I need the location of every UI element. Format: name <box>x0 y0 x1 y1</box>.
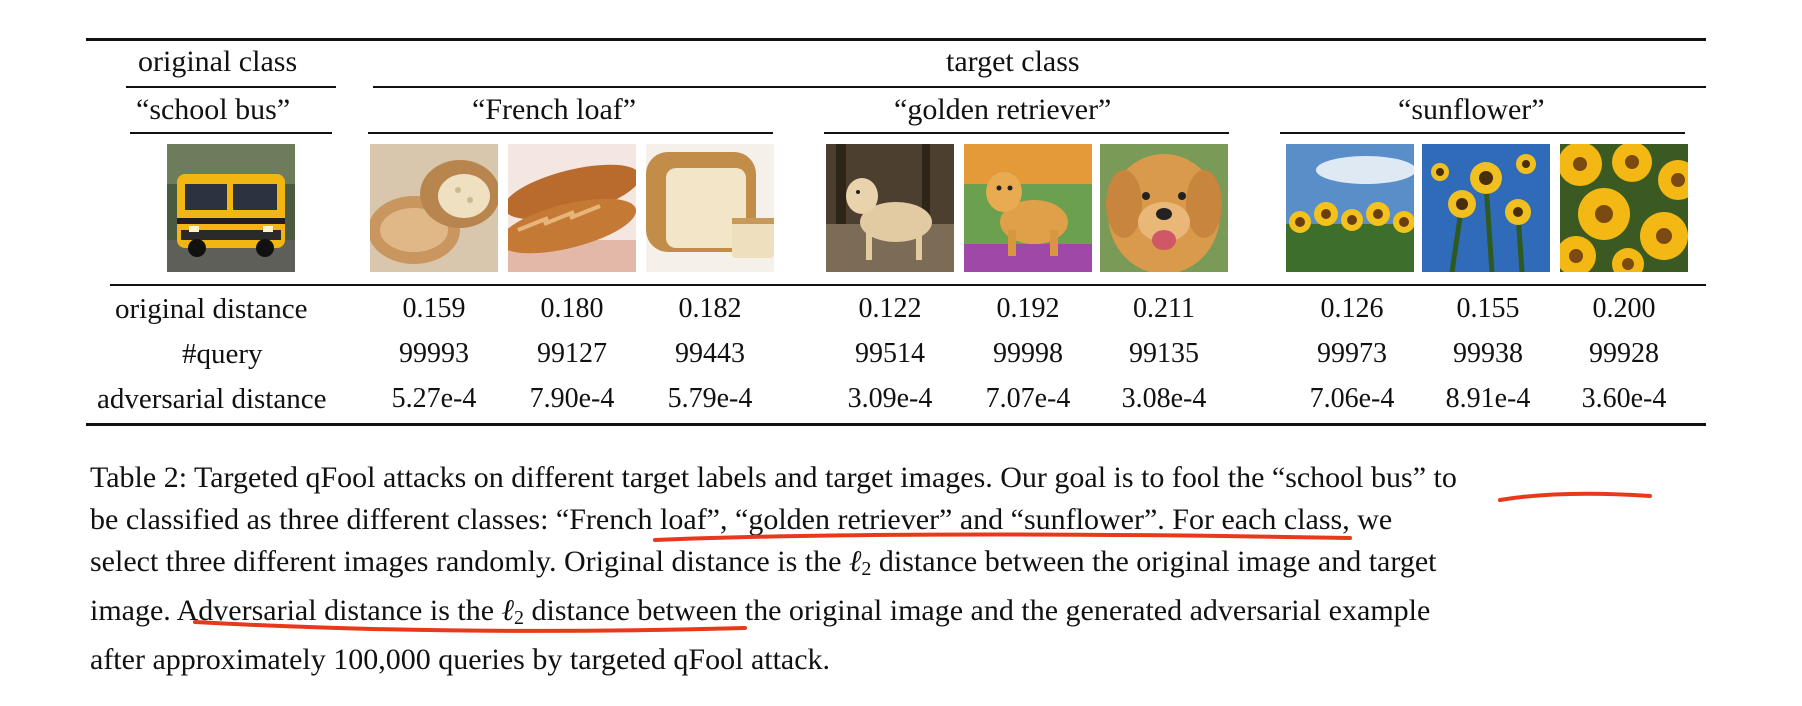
school-bus-image <box>167 144 295 272</box>
golden-retriever-rule <box>824 132 1229 134</box>
french-loaf-image-3 <box>646 144 774 272</box>
target-header-rule <box>373 86 1706 88</box>
sunflower-image-3 <box>1560 144 1688 272</box>
adversarial-distance-cell: 3.08e-4 <box>1121 383 1207 414</box>
adversarial-distance-cell: 7.06e-4 <box>1309 383 1395 414</box>
french-loaf-rule <box>368 132 773 134</box>
query-cell: 99127 <box>537 338 607 369</box>
row-label-original-distance: original distance <box>115 293 308 325</box>
school-bus-rule <box>130 132 332 134</box>
ell-symbol: ℓ <box>848 545 862 578</box>
adversarial-distance-cell: 8.91e-4 <box>1445 383 1531 414</box>
adversarial-distance-cell: 5.27e-4 <box>391 383 477 414</box>
sunflower-rule <box>1280 132 1685 134</box>
original-class-header: original class <box>138 45 298 78</box>
caption-line-2: be classified as three different classes… <box>90 503 1393 536</box>
caption-line-5: after approximately 100,000 queries by t… <box>90 643 831 676</box>
ell-subscript: 2 <box>861 558 872 580</box>
query-cell: 99135 <box>1129 338 1199 369</box>
original-distance-cell: 0.122 <box>858 293 922 324</box>
sunflower-label: “sunflower” <box>1398 93 1545 126</box>
original-distance-cell: 0.126 <box>1320 293 1384 324</box>
golden-retriever-image-3 <box>1100 144 1228 272</box>
table-caption: Table 2: Targeted qFool attacks on diffe… <box>90 457 1750 681</box>
golden-retriever-image-1 <box>826 144 954 272</box>
sunflower-image-1 <box>1286 144 1414 272</box>
french-loaf-image-2 <box>508 144 636 272</box>
adversarial-distance-cell: 7.07e-4 <box>985 383 1071 414</box>
original-distance-cell: 0.192 <box>996 293 1060 324</box>
query-cell: 99993 <box>399 338 469 369</box>
adversarial-distance-cell: 5.79e-4 <box>667 383 753 414</box>
caption-text: distance between the original image and … <box>524 594 1431 627</box>
adversarial-distance-cell: 3.09e-4 <box>847 383 933 414</box>
table-bottom-rule <box>86 423 1706 426</box>
caption-line-1: Table 2: Targeted qFool attacks on diffe… <box>90 461 1457 494</box>
target-class-header: target class <box>946 45 1080 78</box>
original-distance-cell: 0.159 <box>402 293 466 324</box>
query-cell: 99928 <box>1589 338 1659 369</box>
golden-retriever-image-2 <box>964 144 1092 272</box>
original-distance-cell: 0.182 <box>678 293 742 324</box>
query-cell: 99973 <box>1317 338 1387 369</box>
adversarial-distance-cell: 3.60e-4 <box>1581 383 1667 414</box>
original-header-rule <box>126 86 336 88</box>
french-loaf-image-1 <box>370 144 498 272</box>
golden-retriever-label: “golden retriever” <box>894 93 1112 126</box>
caption-line-3: select three different images randomly. … <box>90 541 1750 590</box>
row-label-query: #query <box>182 338 263 370</box>
caption-line-4: image. Adversarial distance is the ℓ2 di… <box>90 590 1750 639</box>
school-bus-label: “school bus” <box>136 93 291 126</box>
adversarial-distance-cell: 7.90e-4 <box>529 383 615 414</box>
caption-text: select three different images randomly. … <box>90 545 849 578</box>
row-label-adversarial-distance: adversarial distance <box>97 383 327 415</box>
french-loaf-label: “French loaf” <box>472 93 637 126</box>
table-top-rule <box>86 38 1706 41</box>
caption-text: image. Adversarial distance is the <box>90 594 502 627</box>
ell-subscript: 2 <box>514 607 525 629</box>
sunflower-image-2 <box>1422 144 1550 272</box>
ell-symbol: ℓ <box>501 594 515 627</box>
original-distance-cell: 0.155 <box>1456 293 1520 324</box>
query-cell: 99443 <box>675 338 745 369</box>
query-cell: 99998 <box>993 338 1063 369</box>
original-distance-cell: 0.211 <box>1133 293 1195 324</box>
query-cell: 99938 <box>1453 338 1523 369</box>
original-distance-cell: 0.200 <box>1592 293 1656 324</box>
original-distance-cell: 0.180 <box>540 293 604 324</box>
query-cell: 99514 <box>855 338 925 369</box>
table-mid-rule <box>110 284 1706 286</box>
caption-text: distance between the original image and … <box>871 545 1437 578</box>
